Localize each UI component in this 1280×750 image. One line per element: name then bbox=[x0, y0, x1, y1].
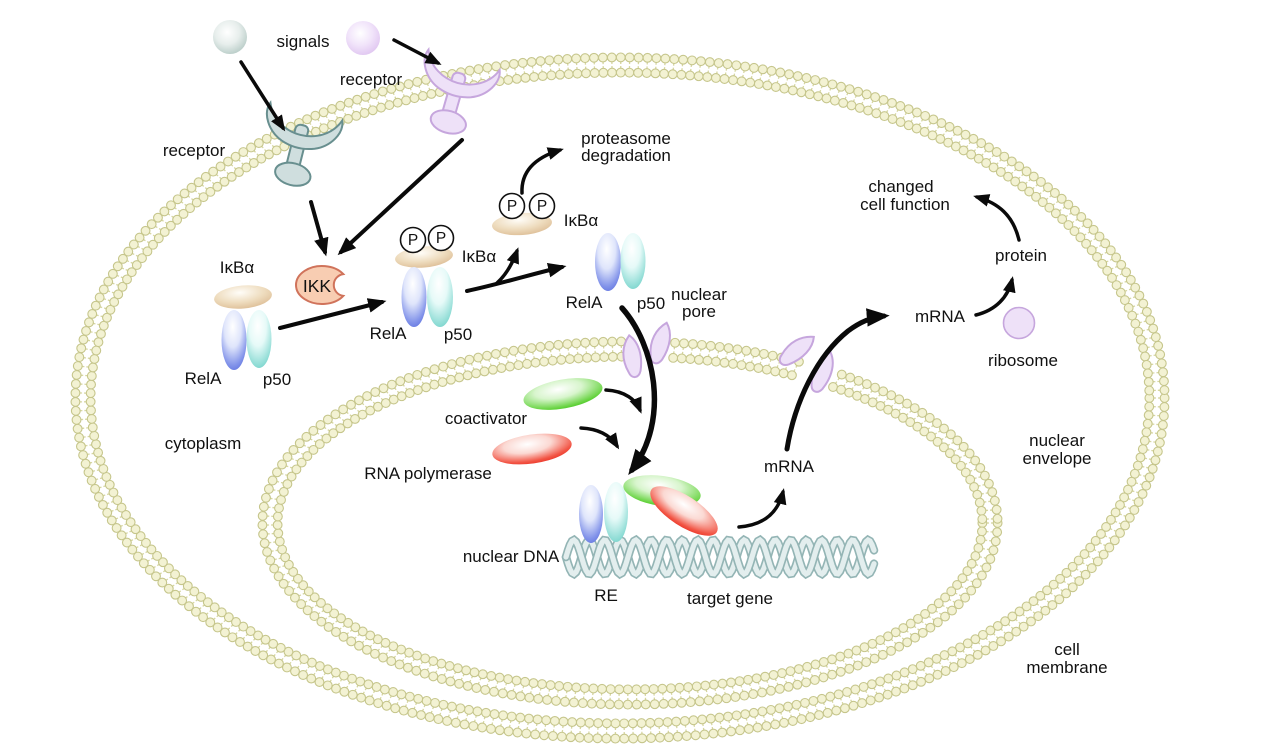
phosphate-circle-icon bbox=[498, 192, 526, 220]
ikba-protein bbox=[214, 285, 272, 309]
phosphate-circle-icon bbox=[427, 224, 455, 252]
label-proteasome-degradation: proteasome bbox=[581, 129, 671, 148]
rna-polymerase-protein bbox=[492, 433, 572, 465]
arrow-signal-to-receptor-top bbox=[392, 38, 442, 65]
label-target-gene: target gene bbox=[687, 589, 773, 608]
signal-ball-gray bbox=[213, 20, 247, 54]
arrow-receptor-top-to-ikk bbox=[337, 138, 464, 256]
arrow-polymerase-join bbox=[579, 426, 620, 450]
flow-arrows bbox=[239, 38, 1021, 529]
label-receptor-top: receptor bbox=[340, 70, 403, 89]
ikba-rela-p50-complex bbox=[214, 285, 272, 370]
released-phospho-ikba bbox=[492, 192, 556, 236]
p50-protein bbox=[246, 310, 272, 368]
rela-protein bbox=[579, 485, 603, 543]
nuclear-envelope bbox=[257, 336, 1003, 710]
arrow-complex-to-phospho bbox=[278, 298, 387, 330]
ikba-protein bbox=[492, 212, 552, 236]
label-mrna-nucleus: mRNA bbox=[764, 457, 815, 476]
free-rela-p50-dimer bbox=[595, 233, 646, 291]
phosphate-circle-icon bbox=[528, 192, 556, 220]
arrow-coactivator-join bbox=[604, 388, 642, 414]
nuclear-dna-helix bbox=[561, 534, 879, 580]
rna-polymerase-protein bbox=[650, 486, 718, 536]
arrow-receptor-left-to-ikk bbox=[309, 200, 329, 257]
receptor-left-glyph bbox=[250, 101, 345, 195]
label-ikk: IKK bbox=[303, 276, 332, 296]
label-phosphate: P bbox=[408, 232, 418, 249]
arrow-release-dimer bbox=[465, 262, 567, 293]
label-cell-membrane: cell bbox=[1054, 640, 1080, 659]
arrow-gene-to-mrna bbox=[737, 488, 787, 529]
label-proteasome-degradation: degradation bbox=[581, 146, 671, 165]
arrow-mrna-to-protein bbox=[974, 276, 1016, 317]
rela-protein bbox=[221, 310, 247, 370]
p50-protein bbox=[620, 233, 646, 289]
labels: signals receptor receptor proteasome deg… bbox=[163, 32, 1108, 677]
label-re: RE bbox=[594, 586, 618, 605]
p50-protein bbox=[604, 482, 628, 542]
label-receptor-left: receptor bbox=[163, 141, 226, 160]
label-cytoplasm: cytoplasm bbox=[165, 434, 242, 453]
label-rna-polymerase: RNA polymerase bbox=[364, 464, 492, 483]
label-nuclear-pore: nuclear bbox=[671, 285, 727, 304]
label-signals: signals bbox=[277, 32, 330, 51]
label-changed-cell-function: cell function bbox=[860, 195, 950, 214]
label-phosphate: P bbox=[436, 230, 446, 247]
ribosome-icon bbox=[1002, 306, 1036, 340]
rela-protein bbox=[595, 233, 621, 291]
phosphate-circle-icon bbox=[399, 226, 427, 254]
label-rela: RelA bbox=[566, 293, 604, 312]
label-phosphate: P bbox=[507, 198, 517, 215]
rela-protein bbox=[401, 267, 427, 327]
coactivator-protein bbox=[523, 378, 603, 410]
arrow-signal-to-receptor-left bbox=[239, 60, 286, 132]
label-nuclear-pore: pore bbox=[682, 302, 716, 321]
ikk-kinase bbox=[295, 265, 346, 305]
label-ikba: IκBα bbox=[564, 211, 599, 230]
label-phosphate: P bbox=[537, 198, 547, 215]
transcription-complex bbox=[579, 475, 718, 543]
phospho-ikba-rela-p50-complex bbox=[395, 224, 455, 327]
arrow-nuclear-import bbox=[619, 305, 658, 476]
label-rela: RelA bbox=[185, 369, 223, 388]
arrow-release-ikba bbox=[495, 247, 519, 285]
label-coactivator: coactivator bbox=[445, 409, 528, 428]
label-p50: p50 bbox=[637, 294, 665, 313]
label-nuclear-envelope: nuclear bbox=[1029, 431, 1085, 450]
label-ribosome: ribosome bbox=[988, 351, 1058, 370]
label-cell-membrane: membrane bbox=[1026, 658, 1107, 677]
label-ikba: IκBα bbox=[462, 247, 497, 266]
label-changed-cell-function: changed bbox=[868, 177, 933, 196]
arrow-to-proteasome bbox=[520, 147, 564, 195]
label-ikba: IκBα bbox=[220, 258, 255, 277]
label-p50: p50 bbox=[444, 325, 472, 344]
p50-protein bbox=[427, 267, 453, 327]
arrow-protein-to-function bbox=[973, 194, 1021, 242]
label-nuclear-envelope: envelope bbox=[1022, 449, 1091, 468]
arrow-mrna-export bbox=[784, 308, 890, 452]
label-nuclear-dna: nuclear DNA bbox=[463, 547, 560, 566]
signal-ball-purple bbox=[346, 21, 380, 55]
label-protein: protein bbox=[995, 246, 1047, 265]
label-p50: p50 bbox=[263, 370, 291, 389]
label-mrna-cytoplasm: mRNA bbox=[915, 307, 966, 326]
cell-membrane bbox=[70, 52, 1170, 744]
label-rela: RelA bbox=[370, 324, 408, 343]
